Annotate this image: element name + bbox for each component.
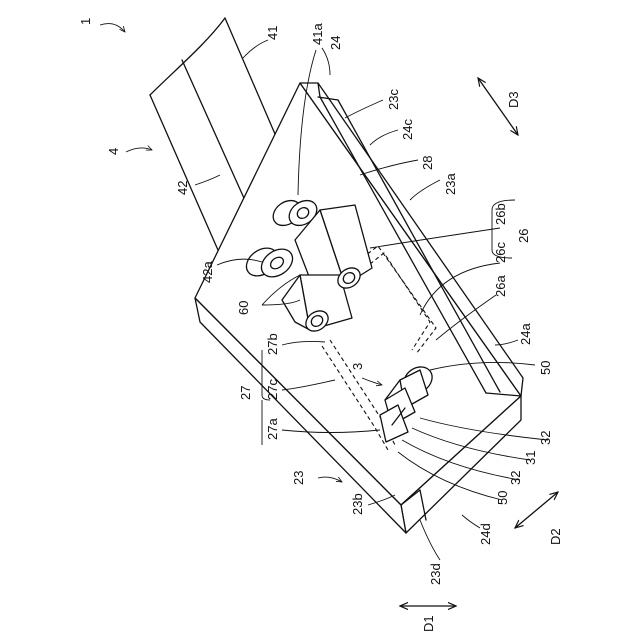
label-D1: D1 <box>421 615 436 632</box>
label-42: 42 <box>175 181 190 195</box>
label-27: 27 <box>238 386 253 400</box>
label-24: 24 <box>328 36 343 50</box>
label-24c: 24c <box>400 119 415 140</box>
label-41: 41 <box>265 26 280 40</box>
label-28: 28 <box>420 156 435 170</box>
label-42a: 42a <box>200 261 215 283</box>
label-3: 3 <box>350 363 365 370</box>
label-50-bottom: 50 <box>495 491 510 505</box>
label-26a: 26a <box>493 275 508 297</box>
label-27a: 27a <box>265 418 280 440</box>
label-23b: 23b <box>350 493 365 515</box>
label-D3: D3 <box>506 91 521 108</box>
label-24a: 24a <box>518 323 533 345</box>
label-26b: 26b <box>493 203 508 225</box>
label-1: 1 <box>78 18 93 25</box>
label-32-top: 32 <box>538 431 553 445</box>
label-23c: 23c <box>386 89 401 110</box>
label-D2: D2 <box>548 528 563 545</box>
label-23a: 23a <box>443 173 458 195</box>
label-26: 26 <box>516 229 531 243</box>
label-31: 31 <box>523 451 538 465</box>
label-32-bottom: 32 <box>508 471 523 485</box>
label-60: 60 <box>236 301 251 315</box>
label-27c: 27c <box>265 379 280 400</box>
label-50-top: 50 <box>538 361 553 375</box>
label-24d: 24d <box>478 523 493 545</box>
label-41a: 41a <box>310 23 325 45</box>
label-26c: 26c <box>493 242 508 263</box>
label-4: 4 <box>106 148 121 155</box>
label-23: 23 <box>291 471 306 485</box>
label-27b: 27b <box>265 333 280 355</box>
label-23d: 23d <box>428 563 443 585</box>
